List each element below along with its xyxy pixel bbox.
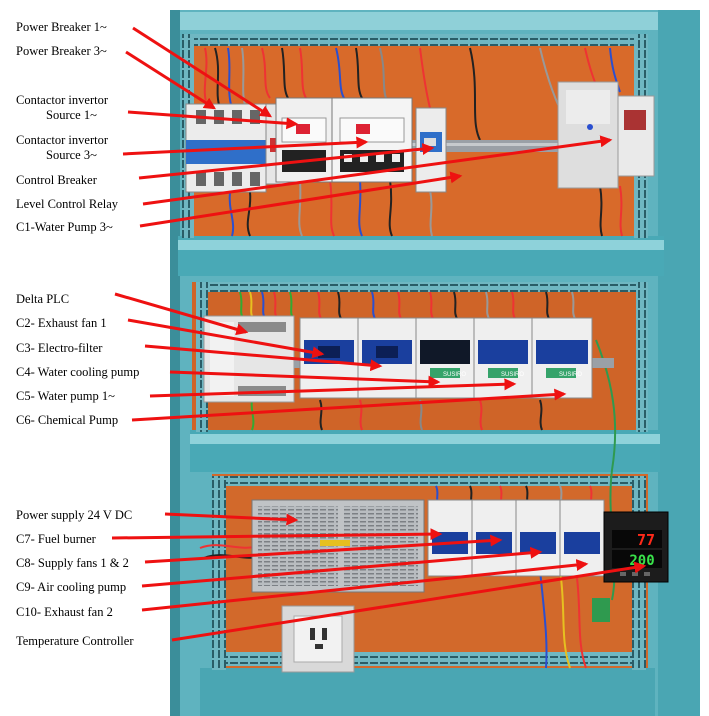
cabinet-right-wall [658, 10, 700, 716]
contactor-invertor-source-1-module [275, 97, 333, 183]
arrow-power-breaker-3 [125, 50, 217, 110]
label-power-supply: Power supply 24 V DC [16, 508, 133, 522]
label-temperature-controller: Temperature Controller [16, 634, 134, 648]
cabinet-top-edge [172, 12, 698, 30]
green-terminal-block [592, 598, 610, 622]
arrow-c4 [169, 370, 441, 388]
cabinet-left-wall [170, 10, 180, 716]
arrow-c2 [127, 318, 325, 359]
label-contactor-source-1-line2: Source 1~ [46, 108, 97, 122]
arrow-c10 [141, 559, 589, 612]
label-c3-electro-filter: C3- Electro-filter [16, 341, 103, 355]
arrow-c6 [131, 388, 567, 422]
arrow-power-breaker-1 [132, 26, 273, 118]
arrow-c7 [111, 528, 443, 541]
arrow-control-breaker [138, 143, 435, 180]
temp-pv-display: 77 [637, 531, 655, 549]
label-c2-exhaust-fan-1: C2- Exhaust fan 1 [16, 316, 107, 330]
arrow-level-control-relay [142, 135, 613, 206]
label-c7-fuel-burner: C7- Fuel burner [16, 532, 96, 546]
contactor-c8 [471, 499, 517, 577]
label-contactor-source-3-line1: Contactor invertor [16, 133, 108, 147]
label-power-breaker-1: Power Breaker 1~ [16, 20, 107, 34]
label-delta-plc: Delta PLC [16, 292, 70, 306]
arrow-c1-water-pump-3 [139, 171, 463, 228]
label-c8-supply-fans: C8- Supply fans 1 & 2 [16, 556, 129, 570]
arrow-c8 [144, 534, 503, 564]
top-wires [203, 47, 623, 237]
label-c9-air-cooling-pump: C9- Air cooling pump [16, 580, 127, 594]
label-contactor-source-3-line2: Source 3~ [46, 148, 97, 162]
label-c4-water-cooling-pump: C4- Water cooling pump [16, 365, 140, 379]
arrow-delta-plc [114, 292, 249, 336]
wire-duct-bottom-top [226, 476, 632, 486]
label-control-breaker: Control Breaker [16, 173, 97, 187]
arrow-c3 [144, 344, 383, 372]
label-c5-water-pump-1: C5- Water pump 1~ [16, 389, 115, 403]
contactor-c9 [515, 499, 561, 577]
contactor-c3 [357, 317, 417, 399]
label-c10-exhaust-fan-2: C10- Exhaust fan 2 [16, 605, 113, 619]
brand-text-c4: SUSIRO [443, 372, 466, 378]
arrow-temperature-controller [171, 561, 647, 642]
brand-text-c5: SUSIRO [501, 372, 524, 378]
brand-text-c6: SUSIRO [559, 372, 582, 378]
arrow-power-supply [164, 512, 299, 526]
label-level-control-relay: Level Control Relay [16, 197, 119, 211]
level-control-relay-module [557, 81, 655, 189]
annotation-arrows [111, 26, 647, 642]
contactor-c2 [299, 317, 359, 399]
arrow-c9 [141, 546, 543, 588]
arrow-contactor-source-3 [122, 136, 369, 156]
label-power-breaker-3: Power Breaker 3~ [16, 44, 107, 58]
label-c1-water-pump-3: C1-Water Pump 3~ [16, 220, 113, 234]
arrow-c5 [149, 378, 517, 398]
arrow-contactor-source-1 [127, 110, 299, 130]
contactor-c7 [427, 499, 473, 577]
label-contactor-source-1-line1: Contactor invertor [16, 93, 108, 107]
wire-duct-top [194, 34, 634, 46]
label-c6-chemical-pump: C6- Chemical Pump [16, 413, 119, 427]
contactor-c6 [531, 317, 593, 399]
wire-duct-right-mid [636, 282, 648, 432]
wire-duct-mid-top [208, 282, 636, 292]
cross-bar-3 [200, 668, 655, 716]
wire-duct-left-bottom [212, 476, 226, 670]
